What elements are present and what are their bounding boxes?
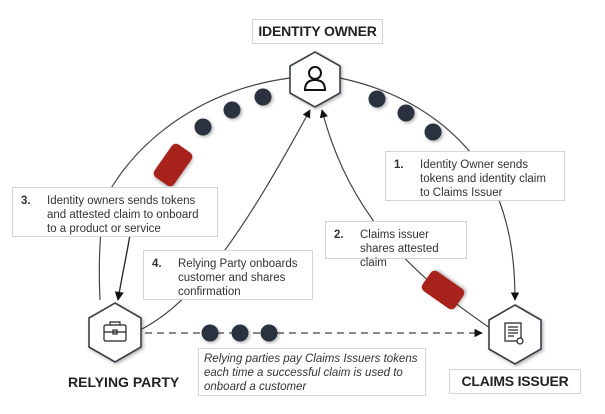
step-text: Identity Owner sends tokens and identity… [420,159,546,199]
token-group-right [368,90,442,141]
arrow-step-2 [319,109,491,329]
briefcase-icon [103,321,127,342]
token-group-bottom [201,324,278,342]
payment-note-text: Relying parties pay Claims Issuers token… [204,353,418,393]
token [201,324,219,342]
step-number: 4. [152,258,162,270]
identity-owner-label: IDENTITY OWNER [252,19,383,44]
token [397,104,415,122]
token [368,90,386,108]
attested-claim-right [421,270,465,310]
relying-party-label: RELYING PARTY [68,374,180,390]
claims-issuer-node[interactable] [488,304,542,365]
step-number: 1. [394,159,404,171]
step-text: Identity owners sends tokens and atteste… [47,195,199,235]
attested-claim-left [153,143,193,187]
step-2-box: 2. Claims issuer shares attested claim [325,221,467,269]
token [223,101,241,119]
claims-issuer-label-text: CLAIMS ISSUER [461,373,569,389]
step-3-box: 3. Identity owners sends tokens and atte… [12,187,218,237]
token [194,118,212,136]
step-text: Claims issuer shares attested claim [360,229,439,269]
step-number: 2. [334,229,344,241]
step-number: 3. [21,195,31,207]
identity-owner-label-text: IDENTITY OWNER [258,23,377,39]
payment-note: Relying parties pay Claims Issuers token… [198,348,426,396]
step-text: Relying Party onboards customer and shar… [178,258,298,298]
claims-issuer-label: CLAIMS ISSUER [449,369,581,394]
token [231,324,249,342]
token [254,88,272,106]
step-4-box: 4. Relying Party onboards customer and s… [143,250,313,300]
token [260,324,278,342]
arrow-step-4 [139,109,311,331]
step-1-box: 1. Identity Owner sends tokens and ident… [385,151,565,201]
certificate-icon [504,322,524,345]
token [424,123,442,141]
token-group-left [194,88,272,136]
connector-owner-to-relying [98,77,291,301]
user-icon [303,66,327,91]
